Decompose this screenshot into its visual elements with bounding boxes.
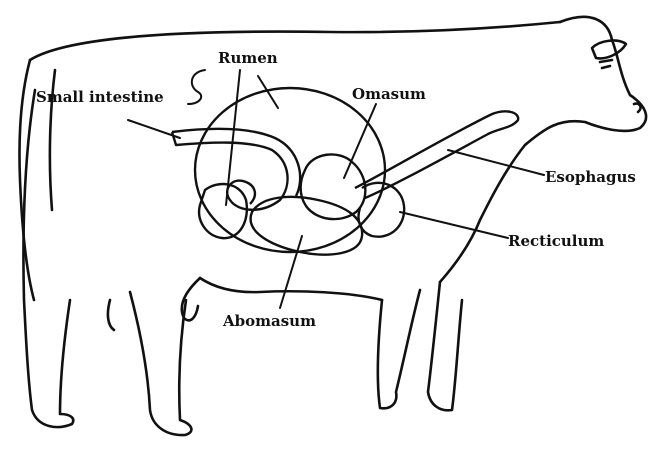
- esophagus-label: Esophagus: [545, 168, 636, 186]
- cow-belly: [200, 278, 382, 300]
- leader-lines: [128, 70, 544, 308]
- esophagus-tube: [355, 111, 518, 198]
- abomasum-label: Abomasum: [222, 312, 316, 330]
- cow-nostril: [634, 104, 641, 112]
- lower-rumen-sac: [199, 184, 247, 238]
- digestive-organs: [172, 88, 518, 255]
- recticulum-label: Recticulum: [508, 232, 604, 250]
- cow-outline: [19, 17, 646, 435]
- recticulum-leader: [400, 212, 508, 238]
- small-intestine-label: Small intestine: [36, 88, 164, 106]
- cow-ear: [592, 41, 626, 59]
- rumen-outline: [195, 88, 385, 252]
- small-intestine-leader: [128, 120, 180, 138]
- cow-head: [525, 17, 646, 145]
- omasum-label: Omasum: [352, 85, 426, 103]
- small-intestine-curl: [188, 70, 205, 104]
- labels: Rumen Small intestine Omasum Esophagus R…: [36, 49, 636, 330]
- cow-neck-and-chest: [440, 145, 525, 282]
- esophagus-leader: [448, 150, 544, 175]
- cow-back-and-rump: [30, 22, 560, 60]
- cow-front-legs: [378, 282, 462, 410]
- rumen-label: Rumen: [218, 49, 278, 67]
- cow-eye: [600, 60, 612, 68]
